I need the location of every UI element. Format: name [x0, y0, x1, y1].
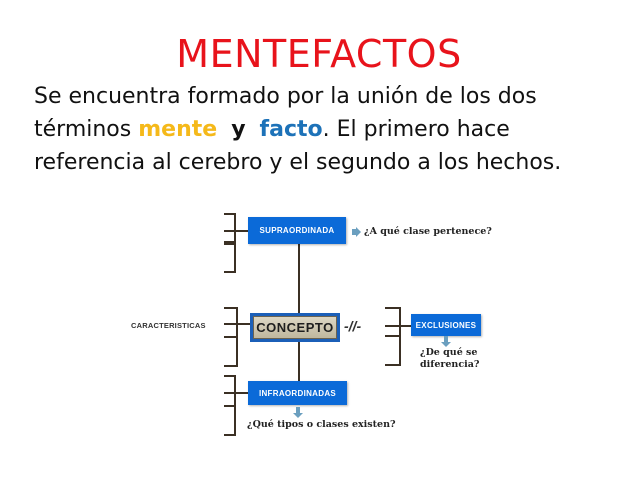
exclusiones-box: EXCLUSIONES: [411, 314, 481, 336]
description-paragraph: Se encuentra formado por la unión de los…: [34, 80, 624, 179]
supraordinada-box: SUPRAORDINADA: [248, 217, 346, 244]
paragraph-text: términos: [34, 117, 139, 142]
infra-arrow-head-icon: [293, 413, 303, 418]
excl-question-line-1: ¿De qué se: [420, 347, 478, 358]
excl-arrow-head-icon: [441, 342, 451, 347]
concepto-box: CONCEPTO: [250, 313, 340, 342]
excl-bracket-top: [385, 307, 401, 337]
term-facto: facto: [259, 117, 323, 142]
supra-question: ¿A qué clase pertenece?: [364, 226, 492, 237]
excl-question-line-2: diferencia?: [420, 359, 480, 370]
concept-connector: [224, 323, 250, 325]
excl-connector: [385, 325, 411, 327]
supra-bracket-bottom: [224, 243, 236, 273]
excl-bracket-bottom: [385, 335, 401, 366]
infra-connector: [224, 392, 248, 394]
supra-connector: [224, 230, 248, 232]
infra-bracket-top: [224, 375, 236, 407]
infra-question: ¿Qué tipos o clases existen?: [247, 419, 396, 430]
paragraph-line-2: términos mente y facto. El primero hace: [34, 113, 624, 146]
spine-line-top: [298, 244, 300, 314]
supra-arrow-icon: [352, 229, 356, 235]
paragraph-text: . El primero hace: [322, 117, 510, 142]
infra-arrow-icon: [296, 407, 300, 413]
caracteristicas-label: CARACTERISTICAS: [131, 321, 206, 330]
concept-bracket-bottom: [224, 336, 238, 367]
supra-bracket-top: [224, 213, 236, 243]
not-equal-icon: -//-: [344, 318, 362, 334]
term-mente: mente: [138, 117, 218, 142]
infraordinadas-box: INFRAORDINADAS: [248, 381, 347, 405]
supra-arrow-head-icon: [356, 227, 361, 237]
spine-line-bottom: [298, 342, 300, 382]
concepto-label: CONCEPTO: [253, 316, 337, 339]
excl-arrow-icon: [444, 336, 448, 342]
conjunction-y: y: [231, 117, 246, 142]
paragraph-line-3: referencia al cerebro y el segundo a los…: [34, 150, 562, 175]
page-title: MENTEFACTOS: [176, 32, 462, 76]
paragraph-line-1: Se encuentra formado por la unión de los…: [34, 84, 537, 109]
infra-bracket-bottom: [224, 405, 236, 436]
